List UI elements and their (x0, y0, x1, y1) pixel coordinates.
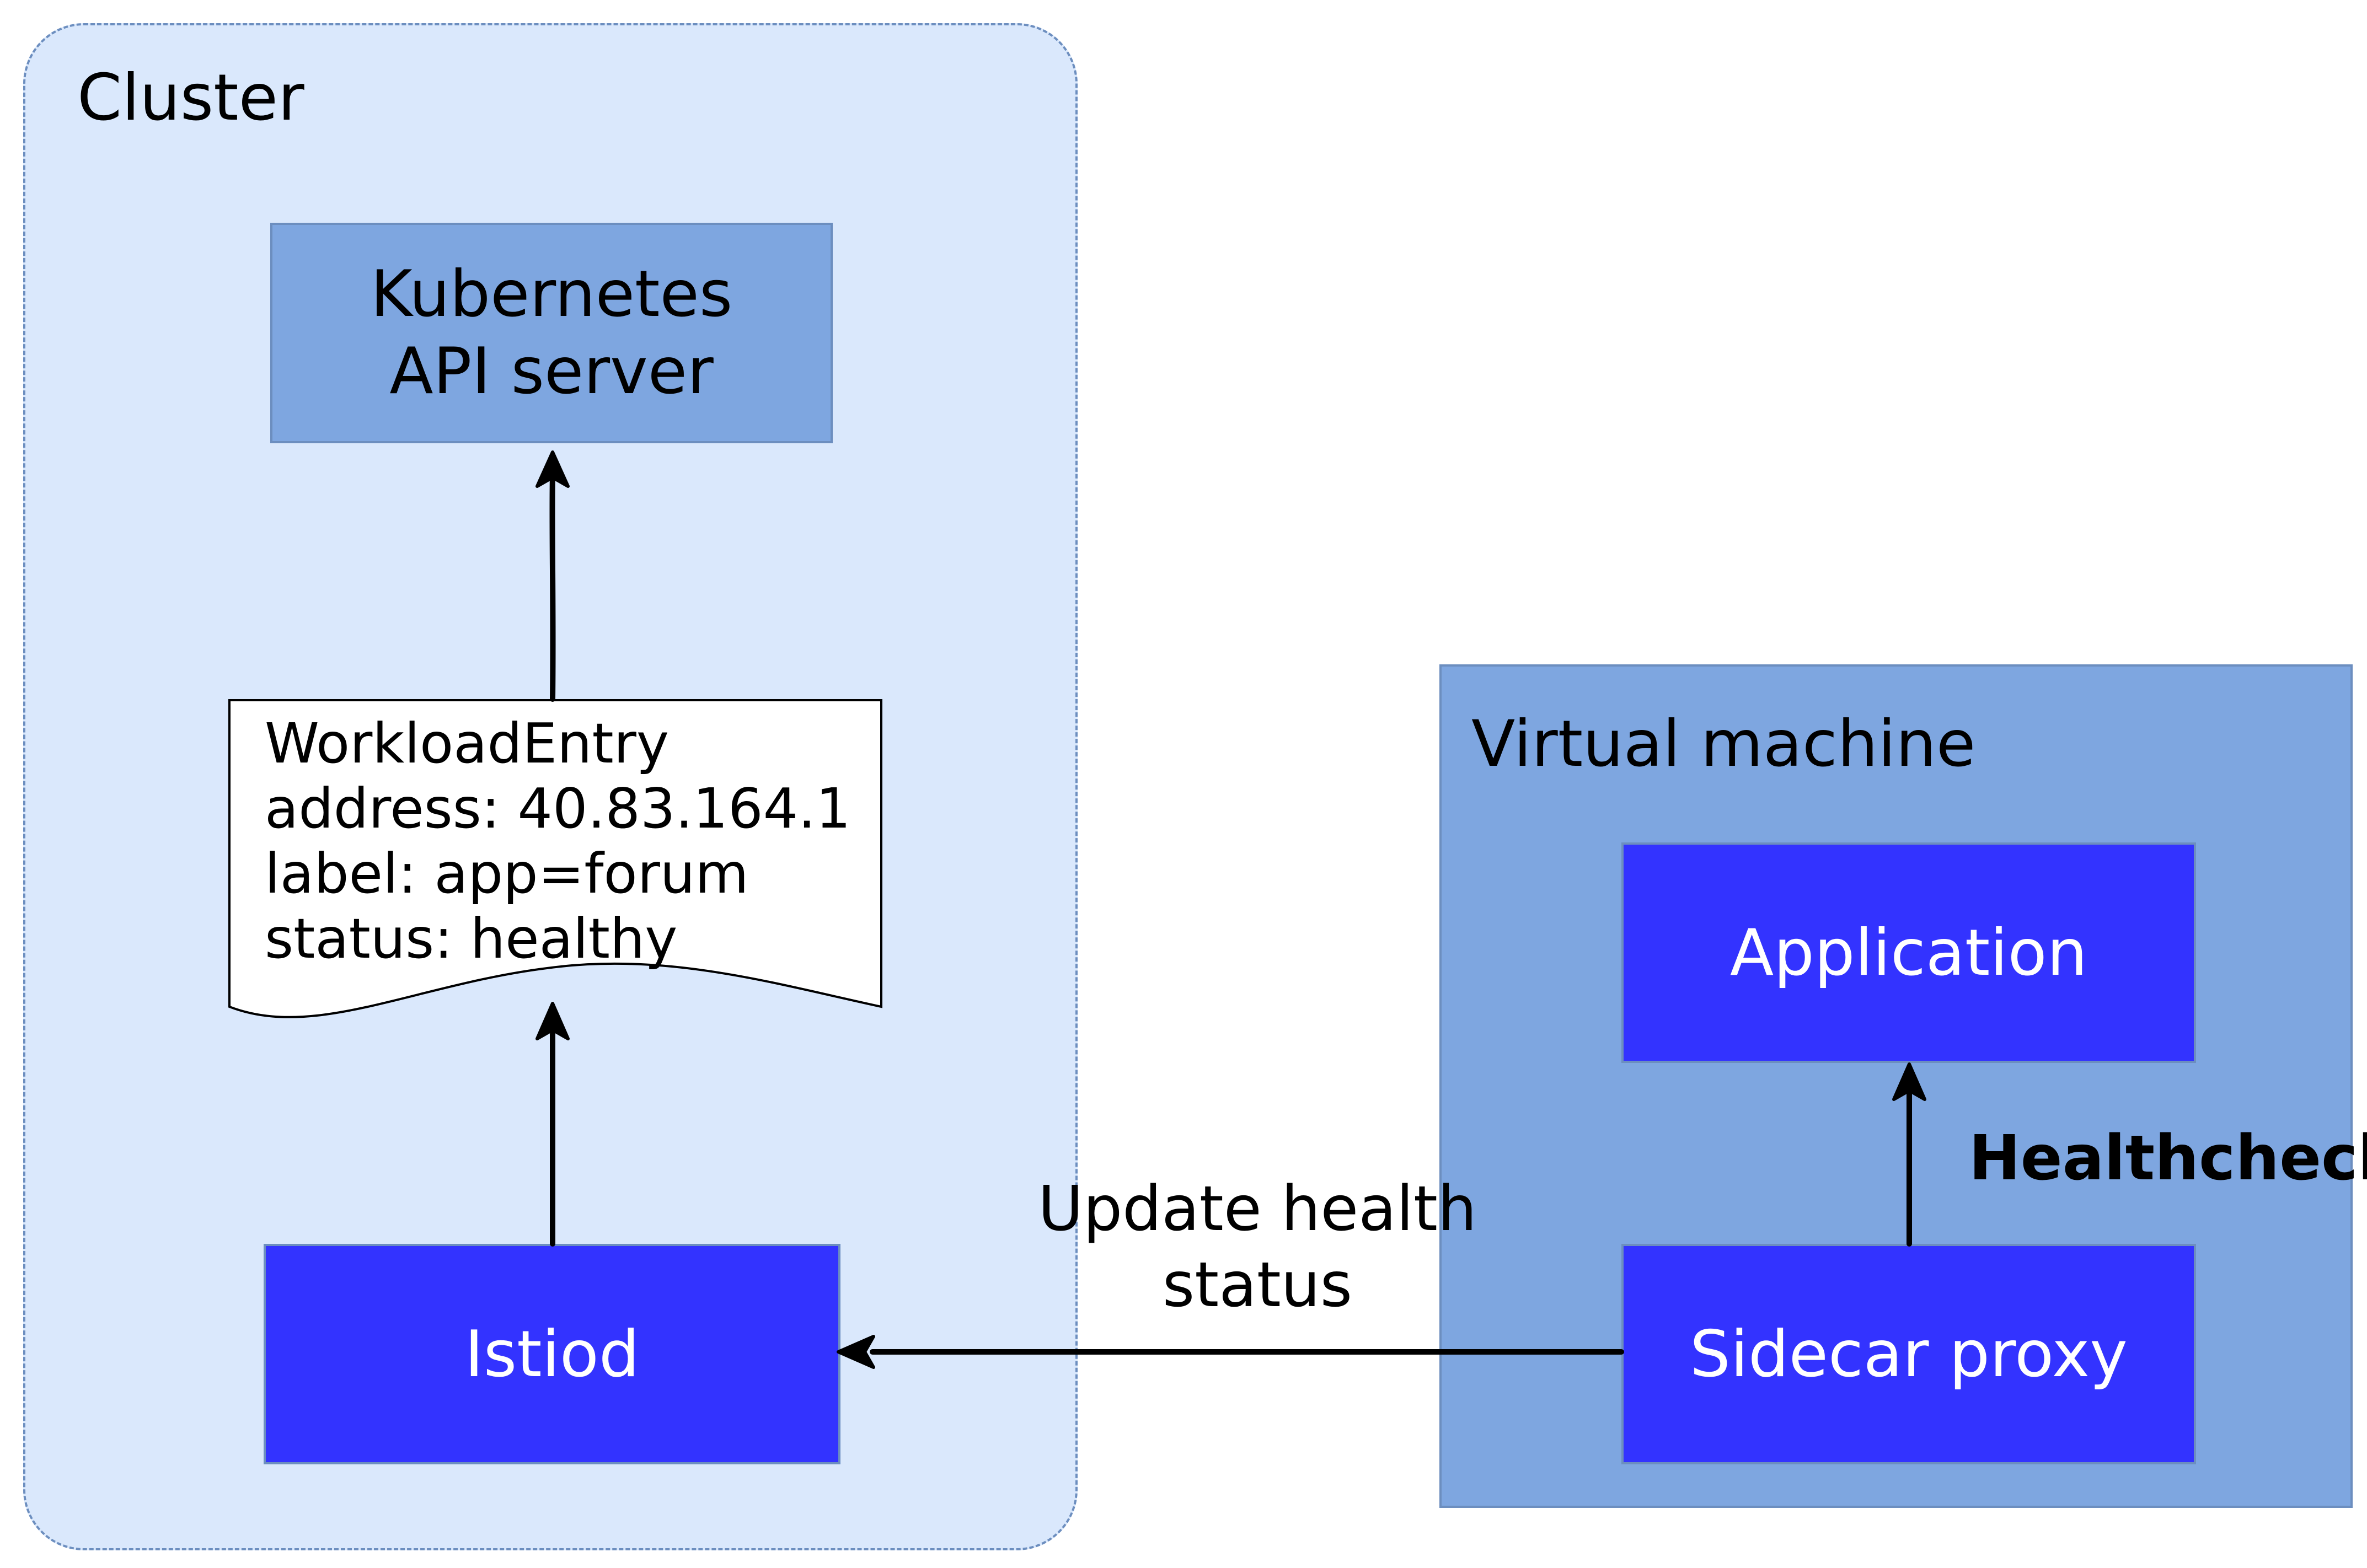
sidecar-proxy-node: Sidecar proxy (1621, 1244, 2196, 1464)
sidecar-proxy-label: Sidecar proxy (1690, 1317, 2128, 1392)
virtual-machine-label: Virtual machine (1471, 707, 1976, 781)
application-label: Application (1729, 915, 2088, 990)
kubernetes-api-server-label: Kubernetes API server (370, 257, 733, 409)
arrowhead-k8s (535, 450, 570, 488)
application-node: Application (1621, 842, 2196, 1063)
workload-entry-label: label: app=forum (265, 841, 749, 906)
workload-entry-text: WorkloadEntry address: 40.83.164.1 label… (265, 711, 851, 971)
workload-entry-kind: WorkloadEntry (265, 711, 670, 776)
istiod-label: Istiod (464, 1317, 640, 1392)
workload-entry-status: status: healthy (265, 906, 678, 971)
cluster-label: Cluster (77, 61, 304, 135)
kubernetes-api-server-node: Kubernetes API server (270, 223, 833, 443)
arrowhead-application (1892, 1062, 1926, 1101)
update-health-edge-label: Update health status (1038, 1173, 1477, 1321)
arrowhead-workload (535, 1002, 570, 1040)
healthcheck-edge-label: Healthcheck (1969, 1123, 2367, 1194)
workload-entry-address: address: 40.83.164.1 (265, 776, 851, 841)
arrowhead-istiod (837, 1335, 875, 1369)
workload-entry-document (228, 699, 882, 1018)
workload-to-k8s-arrow (549, 471, 556, 702)
